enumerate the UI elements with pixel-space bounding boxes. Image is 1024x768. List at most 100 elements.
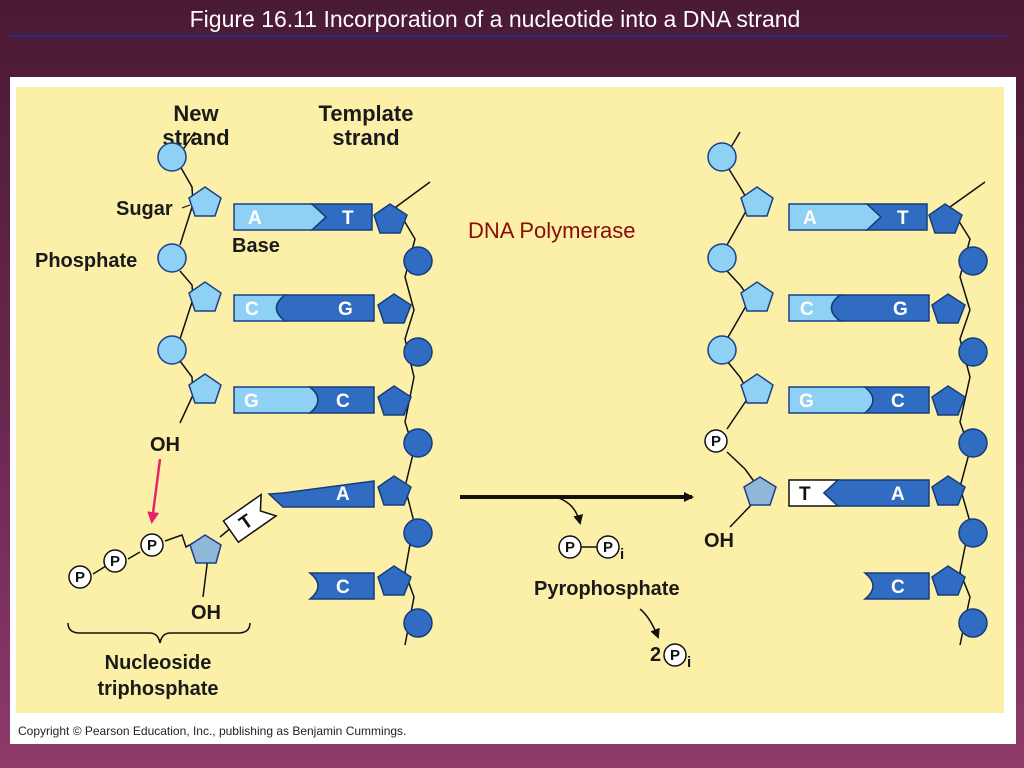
sugar-pentagon — [188, 186, 222, 217]
phosphate-circle — [707, 243, 737, 273]
right-template-backbone — [948, 181, 986, 646]
sugar-pentagon — [931, 475, 966, 506]
left-unpaired-C: C — [307, 572, 375, 600]
phosphate-p-label: P — [670, 647, 680, 664]
oh-label-top: OH — [150, 434, 180, 456]
figure-panel: New strand Template strand A T — [10, 77, 1016, 744]
right-new-strand-sugars — [740, 186, 777, 506]
sugar-pentagon — [931, 565, 966, 596]
phosphate-circle — [958, 518, 988, 548]
phosphate-circle — [707, 335, 737, 365]
phosphate-label: Phosphate — [35, 250, 137, 272]
incoming-nucleotide: P P P T OH — [68, 493, 278, 624]
sugar-pentagon — [377, 565, 412, 596]
phosphate-circle — [157, 243, 187, 273]
base-C-label: C — [336, 577, 350, 598]
sugar-pentagon — [740, 281, 774, 312]
base-label: Base — [232, 235, 280, 257]
sugar-pentagon — [188, 281, 222, 312]
base-C-label: C — [336, 391, 350, 412]
base-T-label: T — [342, 208, 354, 229]
pyrophosphate-label: Pyrophosphate — [534, 578, 680, 600]
enzyme-label: DNA Polymerase — [468, 218, 636, 243]
phosphate-circle — [403, 608, 433, 638]
copyright-notice: Copyright © Pearson Education, Inc., pub… — [18, 724, 407, 738]
base-C-label: C — [245, 299, 259, 320]
base-C-label: C — [891, 391, 905, 412]
right-unpaired-C: C — [862, 572, 930, 600]
slide-title: Figure 16.11 Incorporation of a nucleoti… — [189, 6, 801, 32]
title-divider — [10, 35, 1006, 37]
phosphate-p-label: P — [603, 539, 613, 556]
oh-label-bottom: OH — [191, 602, 221, 624]
base-A-label: A — [336, 484, 350, 505]
phosphate-circle — [403, 337, 433, 367]
sugar-pentagon — [377, 385, 412, 416]
new-strand-label-1: New — [173, 101, 219, 126]
sugar-pentagon — [740, 373, 774, 404]
phosphate-circle — [704, 429, 728, 453]
oh-label-right: OH — [704, 530, 734, 552]
sugar-pentagon — [377, 293, 412, 324]
two-label: 2 — [650, 644, 661, 666]
right-base-pair-1: A T — [788, 203, 928, 231]
brace — [67, 622, 251, 644]
phosphate-group: P P P — [68, 533, 164, 589]
sugar-pentagon — [373, 203, 408, 234]
phosphate-circle — [958, 428, 988, 458]
template-strand-label-1: Template — [319, 101, 414, 126]
nucleoside-label-2: triphosphate — [97, 678, 218, 700]
right-template-sugars — [928, 203, 966, 596]
phosphate-p-label: P — [110, 553, 120, 570]
left-new-strand-phosphates — [157, 142, 187, 365]
phosphate-circle — [707, 142, 737, 172]
right-new-strand-phosphates — [707, 142, 737, 365]
dna-diagram: New strand Template strand A T — [16, 87, 1004, 713]
phosphate-p-label: P — [711, 433, 721, 450]
phosphate-p-label: P — [565, 539, 575, 556]
base-G-label: G — [338, 299, 353, 320]
left-template-phosphates — [403, 246, 433, 638]
left-new-strand-sugars — [188, 186, 222, 404]
sugar-pentagon — [377, 475, 412, 506]
phosphate-p-label: P — [147, 537, 157, 554]
base-C-label: C — [891, 577, 905, 598]
right-base-pair-3: G C — [788, 386, 930, 414]
left-base-pair-1: A T — [233, 203, 373, 231]
left-template-sugars — [373, 203, 412, 596]
base-A-label: A — [248, 208, 262, 229]
base-T-label: T — [897, 208, 909, 229]
right-template-phosphates — [958, 246, 988, 638]
pi-subscript: i — [687, 654, 691, 671]
base-A-label: A — [891, 484, 905, 505]
phosphate-circle — [403, 428, 433, 458]
phosphate-circle — [958, 337, 988, 367]
right-base-pair-4: T A — [788, 479, 930, 507]
base-G-label: G — [893, 299, 908, 320]
left-unpaired-A: A — [267, 480, 375, 508]
pink-arrow — [147, 458, 162, 524]
sugar-pentagon — [743, 476, 777, 506]
sugar-pentagon — [740, 186, 774, 217]
sugar-pentagon — [931, 293, 966, 324]
base-T-label: T — [799, 484, 811, 505]
phosphate-circle — [403, 246, 433, 276]
nucleoside-label-1: Nucleoside — [105, 652, 212, 674]
template-strand-label-2: strand — [332, 125, 399, 150]
phosphate-circle — [157, 335, 187, 365]
sugar-pentagon — [188, 373, 222, 404]
side-arrow — [554, 496, 584, 525]
sugar-pentagon — [189, 534, 222, 564]
base-A-label: A — [803, 208, 817, 229]
left-base-pair-2: C G — [233, 294, 375, 322]
base-G-label: G — [799, 391, 814, 412]
incoming-base-T: T — [222, 493, 278, 544]
left-base-pair-3: G C — [233, 386, 375, 414]
base-C-label: C — [800, 299, 814, 320]
phosphate-circle — [403, 518, 433, 548]
hydrolysis-arrow — [639, 608, 660, 639]
pi-subscript: i — [620, 546, 624, 563]
phosphate-p-label: P — [75, 569, 85, 586]
base-G-label: G — [244, 391, 259, 412]
pyrophosphate-group: P P i — [558, 535, 624, 563]
